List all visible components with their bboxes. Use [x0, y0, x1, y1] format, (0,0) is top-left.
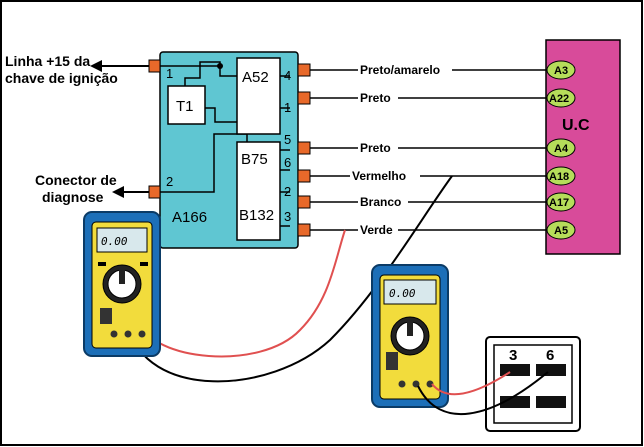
- module-input-connector-2: [148, 185, 161, 199]
- diagnose-arrow: [112, 186, 150, 198]
- multimeter-1: 0.00: [83, 211, 161, 357]
- meter1-display: 0.00: [101, 235, 128, 248]
- probe-lead-black-1: [127, 175, 453, 383]
- module-output-pin-2: 2: [284, 184, 291, 199]
- ecu-pin-a18: A18: [549, 171, 569, 183]
- block-t1-label: T1: [176, 98, 194, 115]
- module-input-pin-1: 1: [166, 66, 173, 81]
- wire-label-preto-1: Preto: [360, 91, 391, 105]
- ecu-title: U.C: [562, 117, 590, 134]
- module-output-pin-1: 1: [284, 100, 291, 115]
- block-a52: [236, 57, 281, 135]
- plug-pin-3: 3: [509, 347, 517, 364]
- meter2-display: 0.00: [389, 287, 416, 300]
- wire-label-bg: [358, 222, 398, 237]
- wire-verde: [297, 223, 548, 237]
- module-input-pin-2: 2: [166, 174, 173, 189]
- wire-label-verde: Verde: [360, 223, 393, 237]
- module-internal-wiring: [160, 61, 290, 227]
- diagnose-label-1: Conector de: [35, 172, 117, 188]
- wire-vermelho: [297, 169, 548, 183]
- wire-label-vermelho: Vermelho: [352, 169, 406, 183]
- module-output-pin-6: 6: [284, 155, 291, 170]
- module-output-pin-3: 3: [284, 209, 291, 224]
- module-output-pin-5: 5: [284, 132, 291, 147]
- ignition-label-2: chave de ignição: [5, 70, 118, 86]
- module-output-pin-4: 4: [284, 68, 291, 83]
- junction-dot: [217, 63, 223, 69]
- wire-label-branco: Branco: [360, 195, 401, 209]
- ignition-line-arrow: [90, 60, 150, 72]
- wire-label-preto-amarelo: Preto/amarelo: [360, 63, 440, 77]
- wire-label-bg: [358, 62, 452, 77]
- wire-label-bg: [358, 194, 408, 209]
- ecu-pin-a4: A4: [554, 143, 569, 155]
- wire-label-bg: [358, 140, 398, 155]
- ecu-pin-a3: A3: [554, 65, 568, 77]
- wire-preto-2: [297, 141, 548, 155]
- block-a52-label: A52: [242, 69, 269, 86]
- ecu-pins: [546, 60, 576, 240]
- wire-label-bg: [350, 168, 420, 183]
- block-b75-label: B75: [241, 151, 268, 168]
- probe-lead-red-2: [431, 371, 511, 396]
- plug-pin-6: 6: [546, 347, 554, 364]
- module-name: A166: [172, 209, 207, 226]
- block-b132-label: B132: [239, 207, 274, 224]
- wire-label-bg: [358, 90, 398, 105]
- block-t1: [167, 85, 206, 125]
- plug-connector: [485, 336, 581, 432]
- ignition-label-1: Linha +15 da: [5, 53, 90, 69]
- ecu-pin-a22: A22: [549, 93, 569, 105]
- wire-label-preto-2: Preto: [360, 141, 391, 155]
- diagnose-label-2: diagnose: [42, 189, 104, 205]
- probe-lead-black-2: [417, 371, 549, 416]
- block-b75-b132: [236, 141, 281, 241]
- probe-lead-red-1: [139, 229, 346, 358]
- wire-branco: [297, 195, 548, 209]
- wire-preto-1: [297, 91, 548, 105]
- ecu-pin-a17: A17: [549, 197, 569, 209]
- multimeter-2: 0.00: [371, 264, 449, 408]
- ecu-pin-a5: A5: [554, 225, 568, 237]
- module-input-connector-1: [148, 59, 161, 73]
